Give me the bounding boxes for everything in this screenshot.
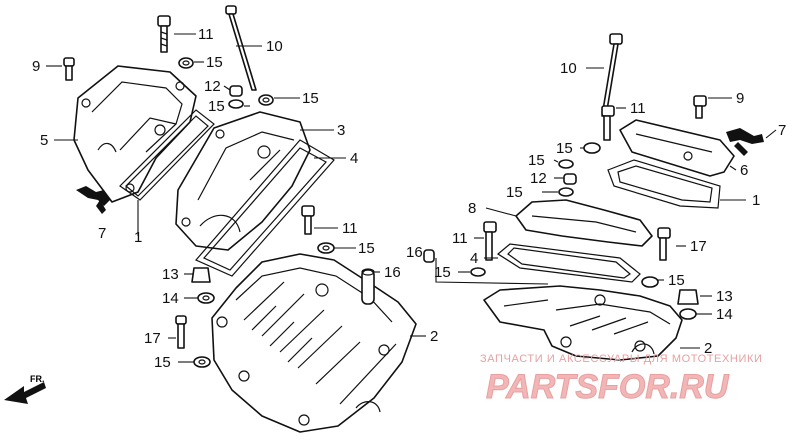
part-3-head-cover xyxy=(175,111,311,251)
callout-9: 9 xyxy=(736,90,744,107)
callout-labels: 11 10 9 15 12 15 15 5 3 4 7 1 11 15 16 1… xyxy=(32,26,786,371)
watermark-brand: PARTSFOR.RU xyxy=(486,368,730,406)
callout-15: 15 xyxy=(208,98,225,115)
part-15-washer-g xyxy=(558,159,574,169)
callout-11: 11 xyxy=(198,26,214,43)
callout-10: 10 xyxy=(266,38,283,55)
callout-11: 11 xyxy=(342,220,358,237)
callout-11: 11 xyxy=(630,100,646,117)
callout-12: 12 xyxy=(204,78,221,95)
part-5-head-cover-left xyxy=(73,65,197,203)
part-9-bolt-left xyxy=(63,57,75,81)
part-4-gasket-right xyxy=(496,243,641,283)
callout-13: 13 xyxy=(162,266,179,283)
part-12-cap-nut-right xyxy=(563,173,577,185)
callout-10: 10 xyxy=(560,60,577,77)
part-16-dowel-right xyxy=(423,249,435,263)
callout-15: 15 xyxy=(206,54,223,71)
part-13-cap-left xyxy=(191,267,211,283)
front-direction-label: FR. xyxy=(30,374,45,384)
callout-17: 17 xyxy=(144,330,161,347)
part-6-head-cover-right xyxy=(619,119,735,177)
part-2-cylinder-head-right xyxy=(483,285,683,361)
leader-lines xyxy=(46,33,777,363)
callout-15: 15 xyxy=(154,354,171,371)
callout-1: 1 xyxy=(134,229,142,246)
watermark-tagline: ЗАПЧАСТИ И АКСЕССУАРЫ ДЛЯ МОТОТЕХНИКИ xyxy=(480,353,762,365)
callout-2: 2 xyxy=(704,340,712,357)
callout-4: 4 xyxy=(350,150,358,167)
part-11-bolt-upper-left xyxy=(157,15,171,53)
part-13-cap-right xyxy=(677,289,699,305)
callout-7: 7 xyxy=(98,225,106,242)
callout-5: 5 xyxy=(40,132,48,149)
callout-14: 14 xyxy=(716,306,733,323)
part-14-washer-right xyxy=(679,308,697,320)
callout-15: 15 xyxy=(668,272,685,289)
callout-17: 17 xyxy=(690,238,707,255)
part-15-washer-h xyxy=(558,187,574,197)
part-12-cap-nut-left xyxy=(229,85,243,97)
part-7-clip-left xyxy=(76,186,110,214)
part-15-washer-b xyxy=(228,99,244,109)
part-17-bolt-right xyxy=(657,227,671,261)
watermark: ЗАПЧАСТИ И АКСЕССУАРЫ ДЛЯ МОТОТЕХНИКИ PA… xyxy=(480,353,762,407)
part-11-bolt-middle-left xyxy=(301,205,315,235)
front-direction-arrow: FR. xyxy=(4,374,46,404)
part-15-washer-d xyxy=(317,242,335,254)
callout-9: 9 xyxy=(32,58,40,75)
callout-16: 16 xyxy=(384,264,401,281)
part-10-long-bolt-left xyxy=(225,5,257,91)
callout-15: 15 xyxy=(556,140,573,157)
part-11-bolt-upper-right xyxy=(601,105,615,141)
part-15-washer-f xyxy=(583,142,601,154)
callout-13: 13 xyxy=(716,288,733,305)
part-1-cover-gasket-right xyxy=(607,159,721,209)
part-17-bolt-left xyxy=(175,315,187,349)
part-11-bolt-lower-right xyxy=(483,221,497,261)
callout-14: 14 xyxy=(162,290,179,307)
part-1-cover-gasket-left xyxy=(119,109,215,201)
part-15-washer-i xyxy=(470,267,486,277)
part-15-washer-e xyxy=(193,356,211,368)
part-8-breather-cover xyxy=(515,199,653,247)
callout-1: 1 xyxy=(752,192,760,209)
callout-2: 2 xyxy=(430,328,438,345)
part-15-washer-a xyxy=(178,57,194,69)
part-14-washer-left xyxy=(197,292,215,304)
callout-6: 6 xyxy=(740,162,748,179)
part-15-washer-j xyxy=(641,276,659,288)
callout-8: 8 xyxy=(468,200,476,217)
part-10-long-bolt-right xyxy=(601,33,623,117)
part-16-dowel-pin xyxy=(361,268,375,305)
callout-15: 15 xyxy=(528,152,545,169)
callout-16: 16 xyxy=(406,244,423,261)
callout-15: 15 xyxy=(434,264,451,281)
callout-15: 15 xyxy=(358,240,375,257)
part-9-bolt-right xyxy=(693,95,707,119)
part-4-gasket-left xyxy=(195,139,335,277)
part-7-clip-right xyxy=(726,128,764,156)
callout-7: 7 xyxy=(778,122,786,139)
part-15-washer-c xyxy=(258,94,274,106)
callout-15: 15 xyxy=(302,90,319,107)
callout-12: 12 xyxy=(530,170,547,187)
callout-4: 4 xyxy=(470,250,478,267)
callout-15: 15 xyxy=(506,184,523,201)
callout-3: 3 xyxy=(337,122,345,139)
callout-11: 11 xyxy=(452,230,468,247)
